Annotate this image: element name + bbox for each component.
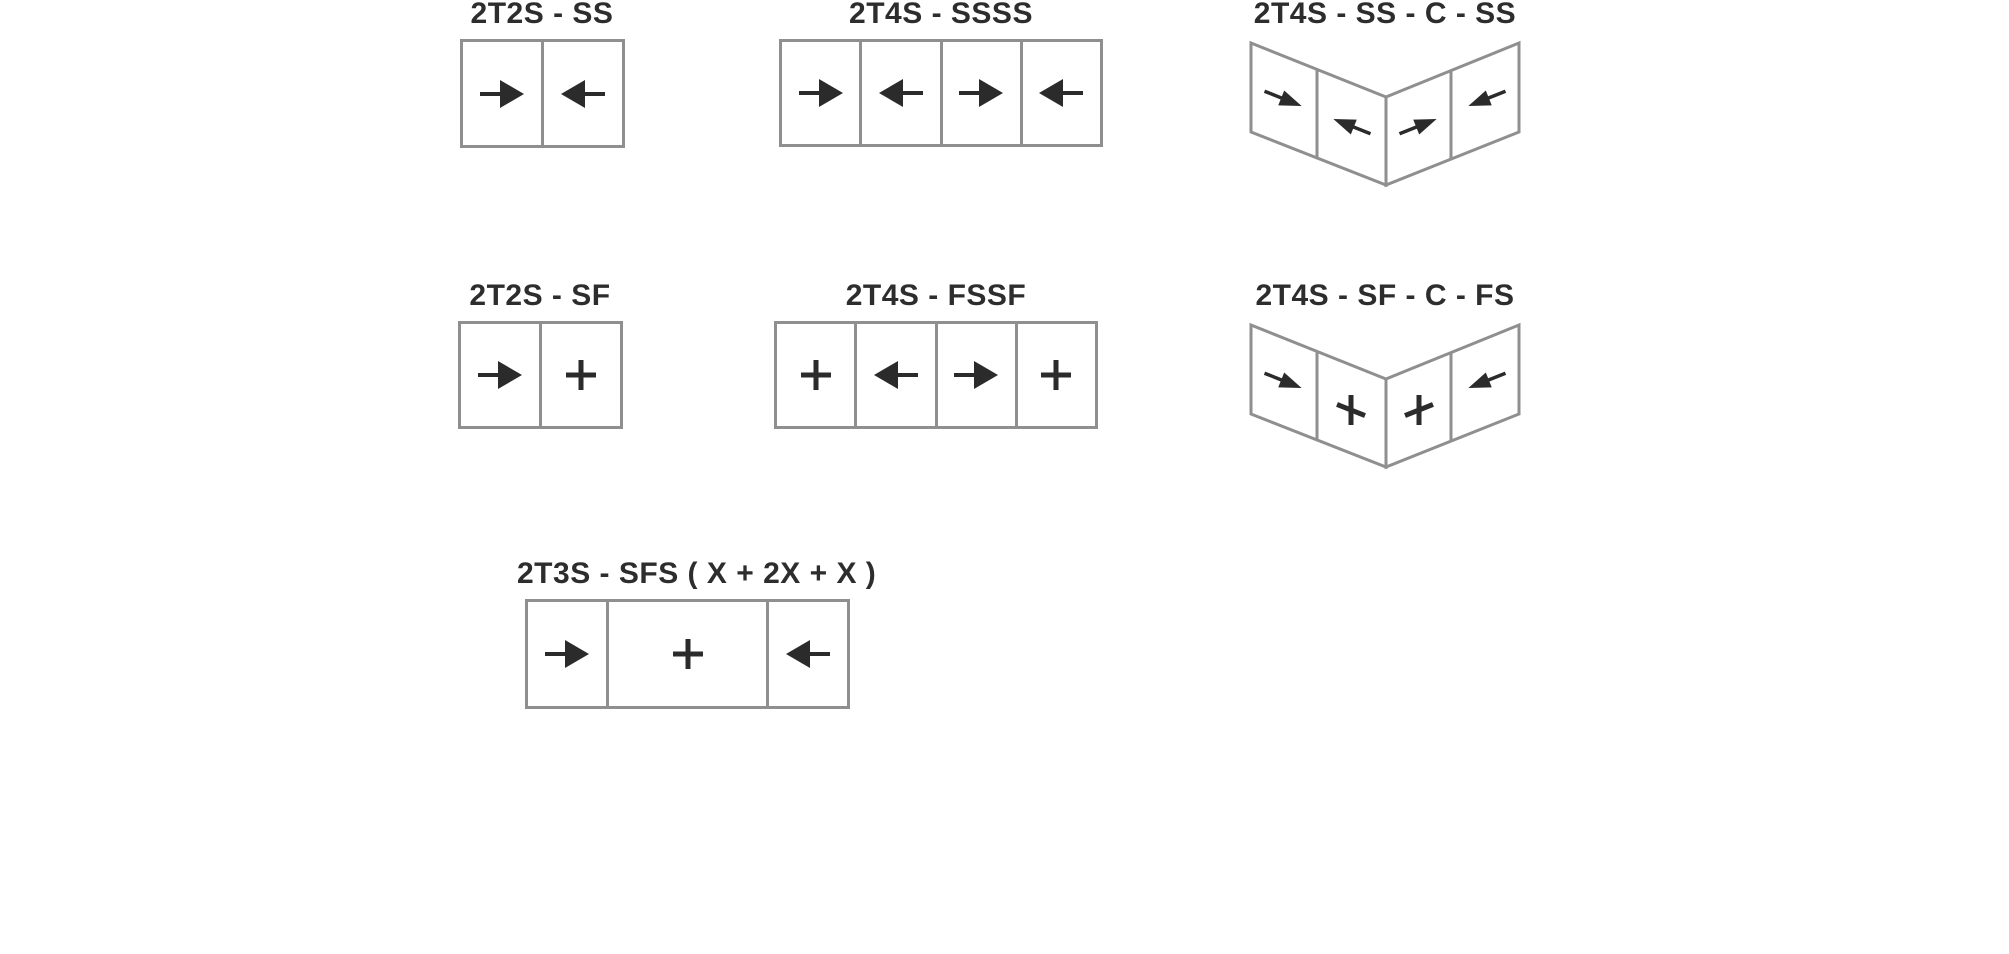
door-panel-sliding: [782, 42, 863, 144]
slide-left-arrow-icon: [1468, 371, 1507, 389]
slide-left-arrow-icon: [785, 640, 830, 668]
slide-left-arrow-icon: [1468, 89, 1507, 107]
diagram-2t4s-fssf: 2T4S - FSSF: [766, 278, 1106, 429]
fixed-plus-icon: [1336, 395, 1366, 425]
fixed-plus-icon: [1404, 395, 1434, 425]
slide-right-arrow-icon: [959, 79, 1004, 107]
slide-left-arrow-icon: [873, 361, 918, 389]
slide-right-arrow-icon: [545, 640, 590, 668]
corner-door-unit: [1249, 40, 1521, 188]
door-panel-sliding: [938, 324, 1018, 426]
door-unit: [525, 599, 850, 709]
door-unit: [779, 39, 1103, 147]
door-panel-fixed: [609, 602, 769, 706]
corner-door-unit: [1249, 322, 1521, 470]
fixed-plus-icon: [1041, 360, 1072, 390]
door-panel-sliding: [544, 42, 622, 145]
door-panel-fixed: [777, 324, 858, 426]
diagram-title: 2T2S - SS: [470, 0, 614, 30]
diagram-2t4s-ssss: 2T4S - SSSS: [771, 0, 1111, 147]
slide-right-arrow-icon: [479, 79, 524, 108]
door-unit: [459, 39, 625, 148]
door-panel-fixed: [542, 324, 620, 426]
door-panel-sliding: [769, 602, 847, 706]
diagram-2t2s-sf: 2T2S - SF: [390, 278, 690, 429]
door-panel-sliding: [528, 602, 610, 706]
slide-right-arrow-icon: [954, 361, 999, 389]
slide-left-arrow-icon: [1039, 79, 1084, 107]
diagram-title: 2T4S - FSSF: [845, 279, 1027, 312]
door-panel-fixed: [1018, 324, 1095, 426]
door-panel-sliding: [1023, 42, 1100, 144]
slide-right-arrow-icon: [1263, 371, 1302, 389]
door-panel-sliding: [463, 42, 544, 145]
diagram-2t4s-sf-c-fs: 2T4S - SF - C - FS: [1235, 278, 1535, 482]
slide-left-arrow-icon: [560, 79, 605, 108]
diagram-title: 2T4S - SSSS: [849, 0, 1033, 30]
door-panel-sliding: [461, 324, 542, 426]
diagram-2t4s-ss-c-ss: 2T4S - SS - C - SS: [1235, 0, 1535, 200]
door-unit: [457, 321, 623, 429]
slide-left-arrow-icon: [878, 79, 923, 107]
diagram-title: 2T4S - SF - C - FS: [1255, 279, 1515, 312]
fixed-plus-icon: [672, 639, 703, 669]
slide-right-arrow-icon: [798, 79, 843, 107]
door-panel-sliding: [862, 42, 943, 144]
door-panel-sliding: [943, 42, 1023, 144]
fixed-plus-icon: [565, 360, 596, 390]
diagram-2t3s-sfs: 2T3S - SFS ( X + 2X + X ): [517, 556, 877, 709]
door-unit: [774, 321, 1098, 429]
slide-right-arrow-icon: [477, 361, 522, 389]
diagram-title: 2T2S - SF: [469, 279, 611, 312]
slide-left-arrow-icon: [1333, 118, 1372, 136]
diagram-title: 2T4S - SS - C - SS: [1253, 0, 1517, 30]
fixed-plus-icon: [800, 360, 831, 390]
slide-right-arrow-icon: [1263, 89, 1302, 107]
door-panel-sliding: [857, 324, 938, 426]
diagram-title: 2T3S - SFS ( X + 2X + X ): [517, 557, 877, 590]
diagram-2t2s-ss: 2T2S - SS: [392, 0, 692, 148]
slide-right-arrow-icon: [1398, 118, 1437, 136]
